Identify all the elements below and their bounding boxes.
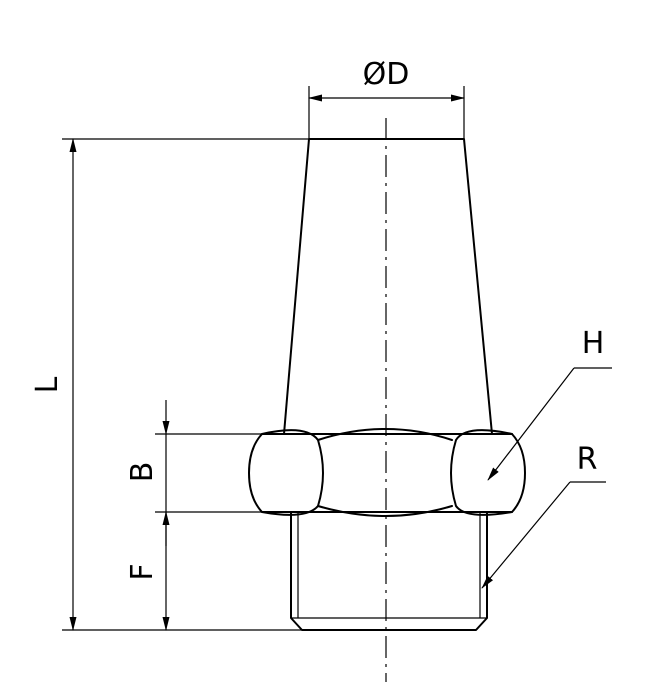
- label-b: B: [125, 462, 160, 483]
- hex-facet-left: [261, 429, 324, 516]
- label-r: R: [577, 442, 598, 477]
- label-f: F: [125, 563, 160, 580]
- hex-facet-bottom: [317, 505, 453, 517]
- label-l: L: [30, 376, 65, 393]
- hex-nut: [248, 433, 526, 513]
- thread-body: [290, 511, 488, 631]
- silencer-body: [283, 138, 493, 435]
- leader-r: [481, 481, 571, 589]
- label-diameter: ØD: [363, 57, 410, 92]
- hex-facet-top: [317, 428, 453, 441]
- label-h: H: [582, 326, 605, 361]
- hex-facet-right: [450, 429, 513, 516]
- leader-h: [487, 367, 575, 481]
